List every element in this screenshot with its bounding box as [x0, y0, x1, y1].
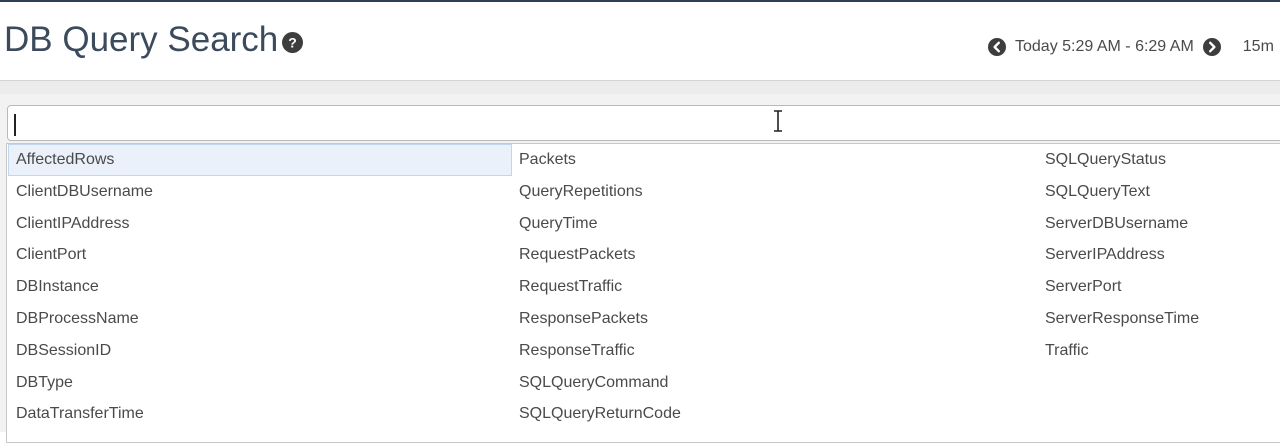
suggestion-item[interactable]: ServerPort [1045, 278, 1122, 296]
suggestion-item[interactable]: QueryRepetitions [519, 182, 643, 200]
suggestion-item[interactable]: SQLQueryText [1045, 182, 1150, 200]
suggestion-item[interactable]: Packets [519, 151, 576, 168]
suggestion-item[interactable]: SQLQueryCommand [519, 373, 669, 391]
top-border [0, 0, 1280, 2]
search-input[interactable] [7, 105, 1280, 141]
chevron-right-circle-icon[interactable] [1202, 38, 1221, 56]
suggestion-item[interactable]: ClientPort [16, 246, 87, 264]
suggestion-item[interactable]: SQLQueryReturnCode [519, 405, 681, 423]
suggestion-item[interactable]: ResponseTraffic [519, 341, 635, 359]
time-navigator: Today 5:29 AM - 6:29 AM 15m [988, 36, 1274, 58]
suggestion-item[interactable]: DataTransferTime [16, 405, 144, 423]
page-title: DB Query Search [4, 20, 279, 59]
page-header: DB Query Search ? Today 5:29 AM - 6:29 A… [0, 2, 1280, 80]
suggestion-column-3: SQLQueryStatus SQLQueryText ServerDBUser… [1037, 144, 1280, 367]
suggestion-item[interactable]: SQLQueryStatus [1045, 151, 1166, 168]
suggestion-item[interactable]: ResponsePackets [519, 309, 648, 327]
suggestion-item[interactable]: ClientDBUsername [16, 182, 153, 200]
chevron-left-circle-icon[interactable] [988, 38, 1006, 56]
suggestion-item[interactable]: DBInstance [16, 278, 99, 296]
suggestion-item[interactable]: ClientIPAddress [16, 214, 130, 232]
text-caret [14, 114, 16, 136]
suggestion-item[interactable]: DBProcessName [16, 309, 139, 327]
suggestion-item[interactable]: RequestPackets [519, 246, 636, 264]
help-icon[interactable]: ? [282, 32, 303, 53]
suggestion-item[interactable]: AffectedRows [8, 144, 512, 176]
suggestion-item[interactable]: DBType [16, 373, 73, 391]
suggestion-column-1: AffectedRows ClientDBUsername ClientIPAd… [8, 144, 512, 430]
svg-text:?: ? [288, 35, 297, 51]
header-divider [0, 80, 1280, 95]
suggestion-item[interactable]: Traffic [1045, 341, 1089, 359]
time-range-label[interactable]: Today 5:29 AM - 6:29 AM [1015, 38, 1194, 55]
suggestion-item[interactable]: DBSessionID [16, 341, 112, 359]
suggestion-item[interactable]: ServerResponseTime [1045, 309, 1200, 327]
i-beam-cursor-icon [774, 110, 782, 132]
suggestion-column-2: Packets QueryRepetitions QueryTime Reque… [511, 144, 1031, 430]
suggestion-item[interactable]: QueryTime [519, 214, 598, 232]
suggestion-item[interactable]: ServerDBUsername [1045, 214, 1189, 232]
suggestion-item[interactable]: RequestTraffic [519, 278, 623, 296]
suggestion-item[interactable]: ServerIPAddress [1045, 246, 1165, 264]
interval-selector[interactable]: 15m [1242, 38, 1274, 55]
autocomplete-dropdown: AffectedRows ClientDBUsername ClientIPAd… [6, 143, 1280, 443]
